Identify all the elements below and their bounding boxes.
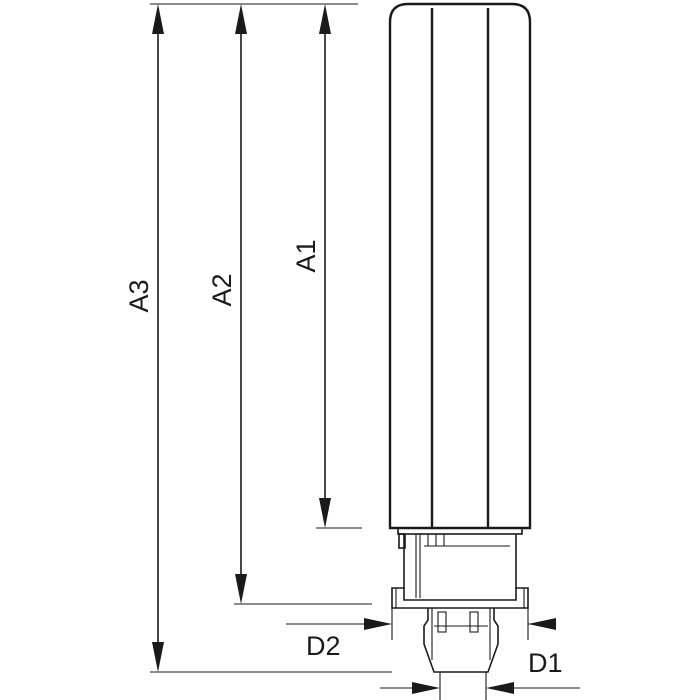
- label-a1: A1: [291, 239, 321, 272]
- dimension-d2: [286, 608, 556, 640]
- lamp-tube: [388, 2, 532, 530]
- label-a3: A3: [124, 279, 154, 312]
- dimension-d1: [380, 672, 580, 700]
- label-a2: A2: [207, 273, 237, 306]
- lamp-base: [391, 527, 529, 673]
- dimension-a3: [150, 3, 392, 673]
- dimension-a2: [234, 4, 372, 605]
- label-d2: D2: [306, 631, 341, 661]
- label-d1: D1: [528, 648, 563, 678]
- dimension-a1: [316, 4, 362, 529]
